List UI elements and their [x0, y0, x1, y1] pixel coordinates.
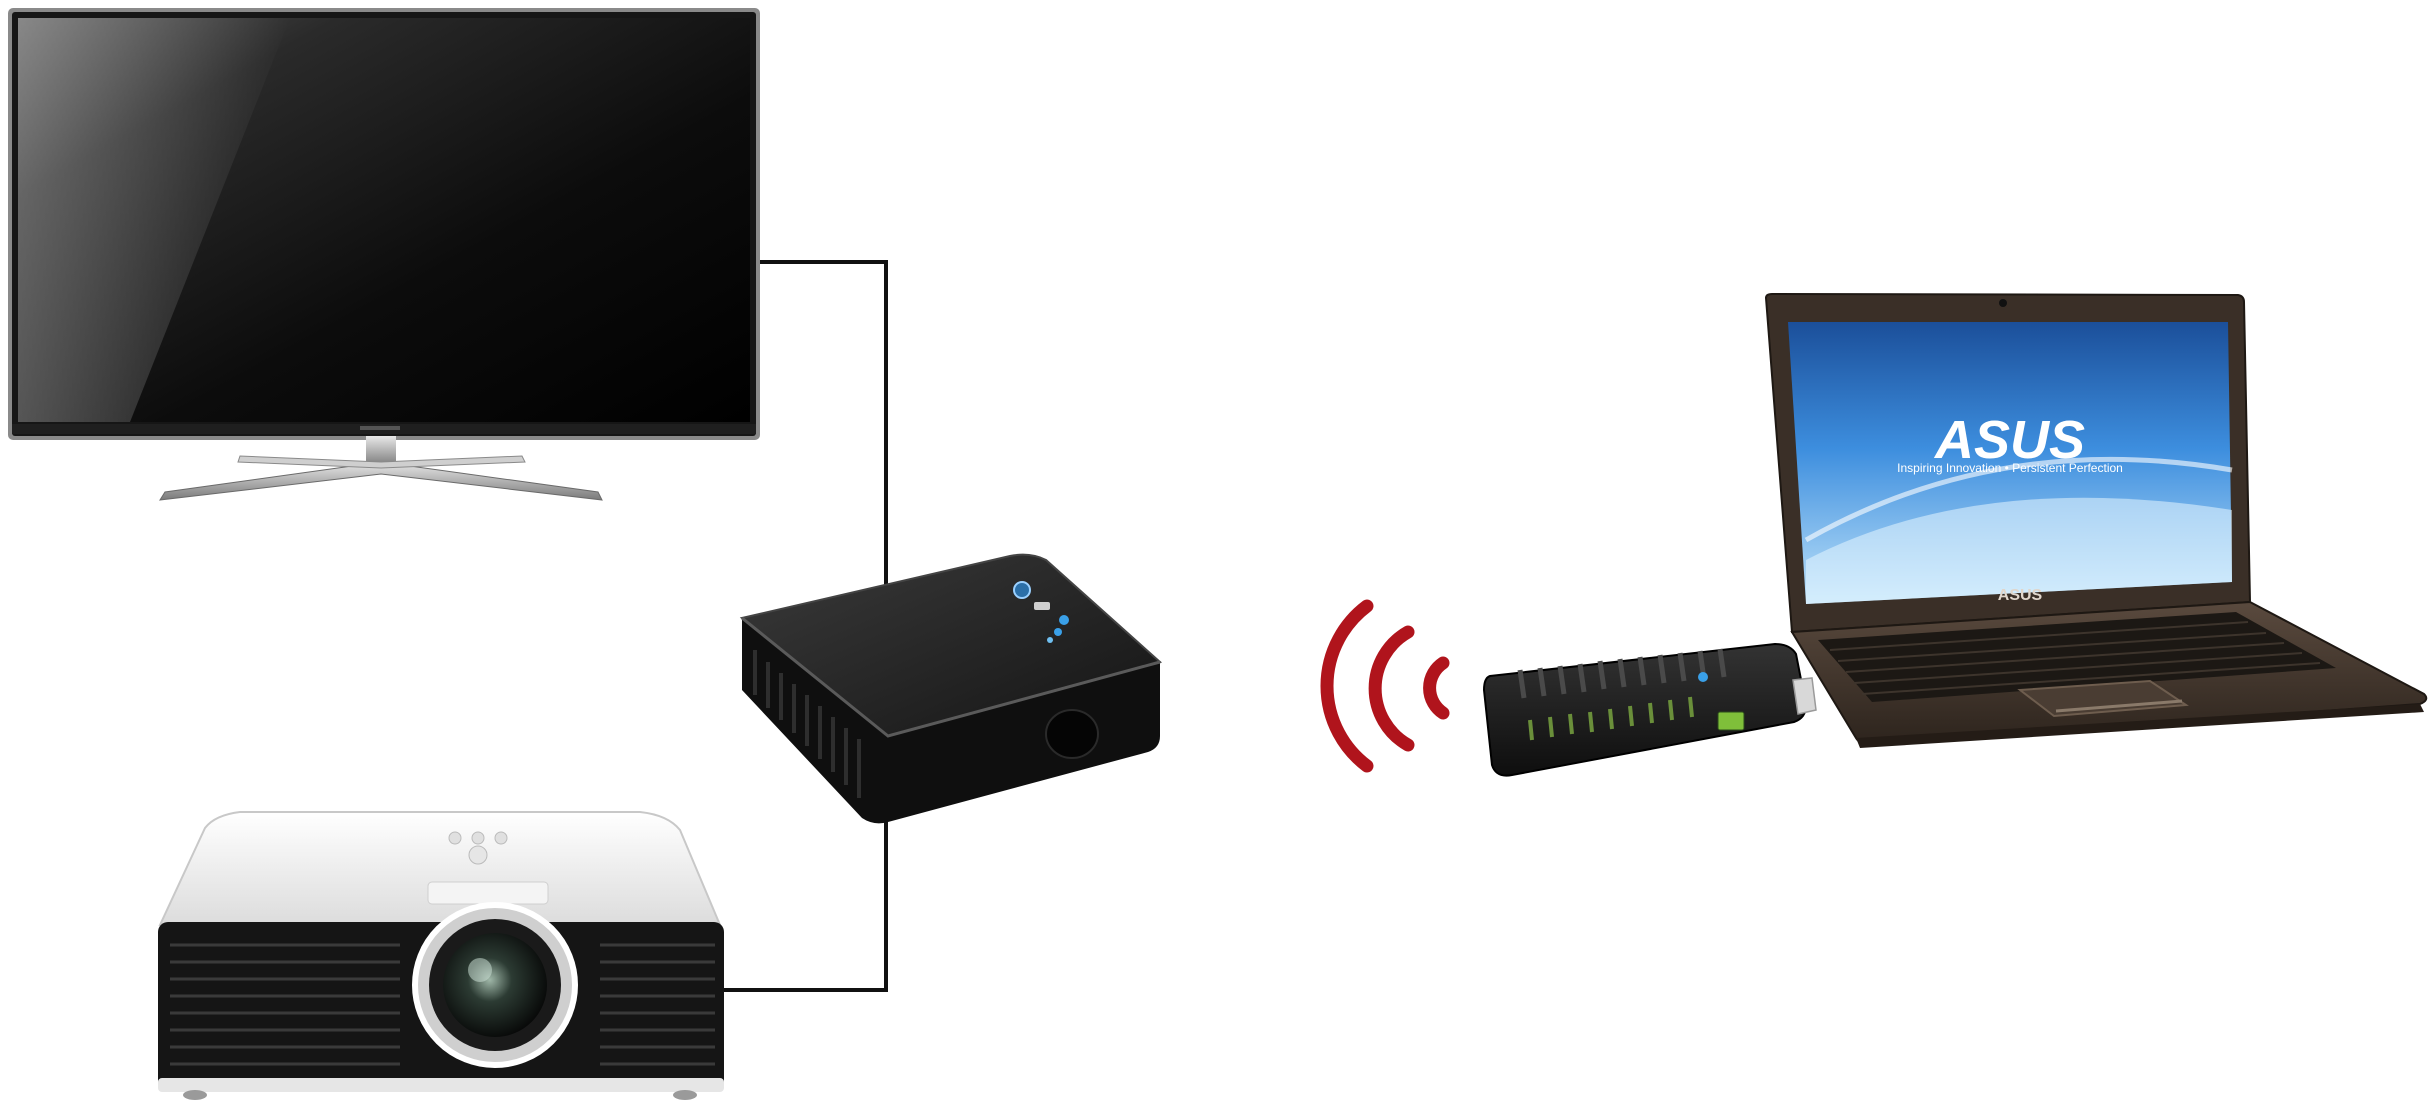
- signal-wave-small: [1423, 656, 1450, 720]
- receiver-port: [1045, 709, 1099, 759]
- laptop-icon: ASUS Inspiring Innovation • Persistent P…: [1764, 292, 2428, 748]
- laptop-touchpad: [2017, 679, 2189, 718]
- screen-brand-logo: ASUS: [1933, 410, 2085, 470]
- cable-tv-to-receiver: [758, 260, 888, 585]
- receiver-status-led-icon: [1059, 615, 1069, 625]
- dongle-led-icon: [1698, 672, 1708, 682]
- tv-icon: [8, 8, 760, 501]
- bezel-brand-logo: ASUS: [1998, 587, 2043, 604]
- signal-wave-medium: [1368, 625, 1415, 752]
- cable-projector-to-receiver: [718, 820, 888, 992]
- screen-tagline: Inspiring Innovation • Persistent Perfec…: [1897, 461, 2123, 475]
- hdmi-cables: [718, 260, 888, 992]
- receiver-box-icon: [739, 553, 1163, 824]
- signal-wave-large: [1320, 599, 1374, 773]
- wifi-signal-icon: [1320, 599, 1450, 773]
- usb-connector: [1792, 677, 1817, 715]
- usb-dongle-icon: [1482, 642, 1817, 777]
- projector-icon: [158, 811, 724, 1100]
- receiver-power-led-icon: [1013, 581, 1031, 599]
